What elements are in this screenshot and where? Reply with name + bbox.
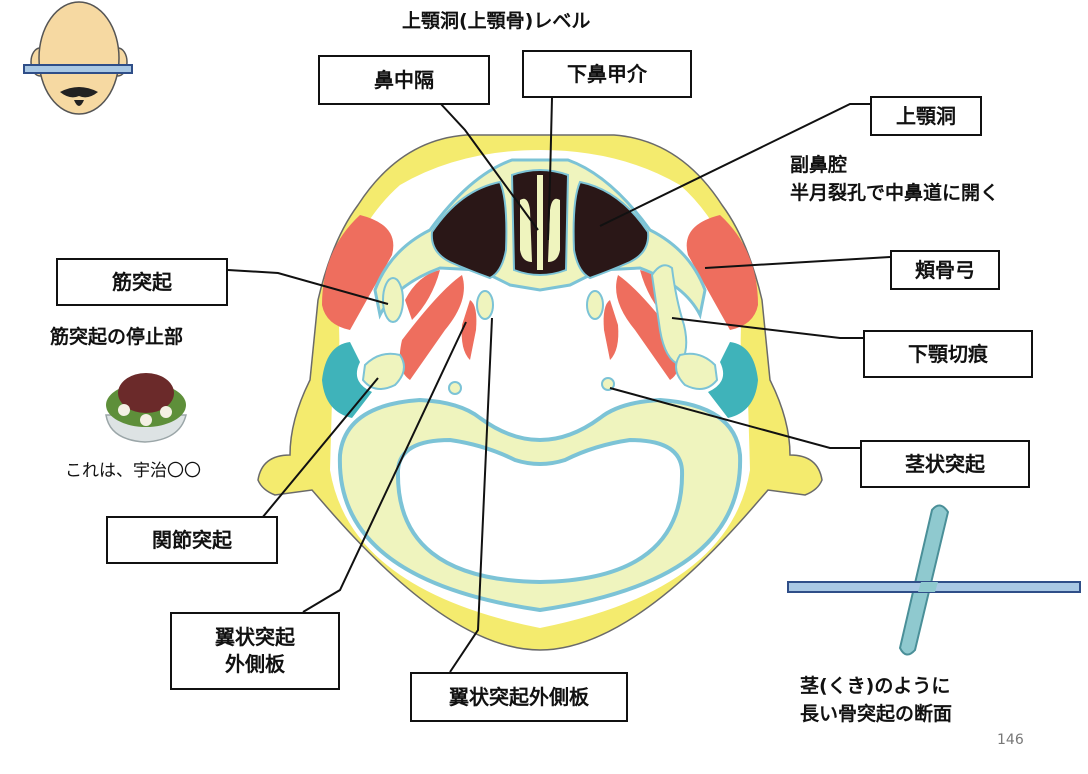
pterygoid-left: [461, 300, 477, 360]
concha-left: [520, 198, 532, 262]
maxillary-sinus-left: [430, 180, 508, 280]
label-zygomatic-arch: 頬骨弓: [890, 250, 1000, 290]
label-coronoid-process: 筋突起: [56, 258, 228, 306]
pterygoid-plate-right: [586, 290, 604, 320]
septum-shape: [537, 175, 543, 270]
label-inferior-concha: 下鼻甲介: [522, 50, 692, 98]
line-maxillary-sinus: [599, 103, 870, 227]
pterygoid-plate-left: [476, 290, 494, 320]
head-icon: [23, 1, 133, 115]
page-number: 146: [997, 732, 1024, 748]
line-notch: [671, 317, 865, 339]
note-coronoid-insertion: 筋突起の停止部: [50, 326, 184, 348]
styloid-right: [601, 377, 615, 391]
label-mandibular-notch: 下顎切痕: [863, 330, 1033, 378]
label-nasal-septum: 鼻中隔: [318, 55, 490, 105]
muscle-right-outer: [686, 215, 758, 330]
note-dessert-caption: これは、宇治〇〇: [65, 461, 201, 481]
muscle-left-inner: [399, 275, 464, 380]
label-condylar-process: 関節突起: [106, 516, 278, 564]
label-pterygoid-lateral-plate-stacked: 翼状突起 外側板: [170, 612, 340, 690]
label-styloid-process: 茎状突起: [860, 440, 1030, 488]
line-zygomatic: [704, 256, 891, 269]
note-stalk-line2: 長い骨突起の断面: [800, 703, 953, 725]
label-pterygoid-line2: 外側板: [225, 652, 285, 676]
line-coronoid: [227, 269, 389, 305]
pterygoid-right: [603, 300, 619, 360]
muscle-right-inner: [616, 275, 681, 380]
note-paranasal-desc: 半月裂孔で中鼻道に開く: [790, 182, 1000, 204]
leader-lines: [227, 97, 891, 673]
line-pterygoid-1: [302, 321, 467, 613]
stalk-icon: [787, 504, 1081, 656]
coronoid-right: [650, 264, 688, 367]
line-septum: [439, 102, 539, 231]
maxillary-sinus-right: [572, 180, 650, 280]
muscle-left-small: [405, 270, 440, 320]
note-paranasal-title: 副鼻腔: [790, 154, 848, 176]
oral-cavity: [395, 437, 685, 585]
parotid-right: [708, 342, 758, 418]
coronoid-left: [382, 277, 404, 323]
head-plane-bar: [23, 64, 133, 74]
label-pterygoid-line1: 翼状突起: [215, 625, 295, 649]
condyle-right: [675, 352, 719, 390]
label-maxillary-sinus: 上顎洞: [870, 96, 982, 136]
styloid-left: [448, 381, 462, 395]
muscle-left-outer: [322, 215, 394, 330]
note-stalk-line1: 茎(くき)のように: [800, 675, 951, 697]
dessert-icon: [105, 373, 187, 443]
line-concha: [547, 97, 553, 241]
page-title: 上顎洞(上顎骨)レベル: [402, 10, 591, 32]
concha-right: [548, 198, 560, 262]
condyle-left: [361, 352, 405, 390]
label-pterygoid-lateral-plate: 翼状突起外側板: [410, 672, 628, 722]
line-styloid: [609, 387, 860, 449]
line-pterygoid-2: [449, 317, 493, 673]
